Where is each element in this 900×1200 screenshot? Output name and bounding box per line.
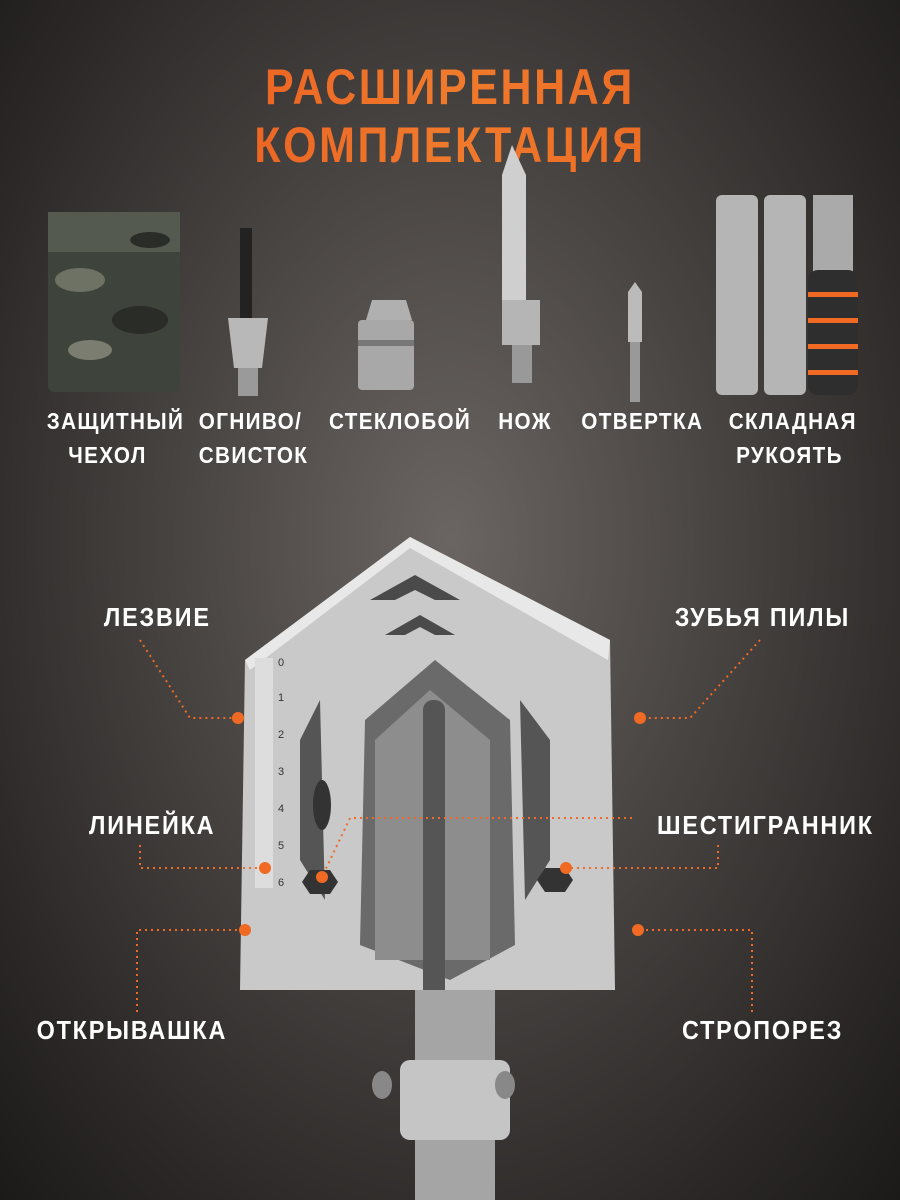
knife-image [502,145,540,383]
item-label-glassbreaker: СТЕКЛОБОЙ [329,408,472,434]
folding-handle-image [716,195,858,395]
callout-line-cutter [638,929,753,1012]
callout-opener: ОТКРЫВАШКА [36,1015,228,1045]
ruler-mark: 5 [278,840,284,852]
item-label-firestarter: ОГНИВО/СВИСТОК [198,408,309,468]
callout-line-opener [136,929,245,1012]
callout-line-saw [640,639,761,719]
item-label-knife: НОЖ [498,408,552,434]
ruler-mark: 6 [278,877,284,889]
camo-pouch-image [48,212,180,392]
ruler-mark: 4 [278,803,284,815]
page-title: РАСШИРЕННАЯ КОМПЛЕКТАЦИЯ [63,58,837,174]
callout-lines [136,639,761,1012]
ruler: 0 1 2 3 4 5 6 [278,657,284,889]
callout-line-ruler [139,845,265,869]
callout-ruler: ЛИНЕЙКА [89,810,216,840]
callout-hex: ШЕСТИГРАННИК [657,810,874,840]
callout-blade: ЛЕЗВИЕ [103,602,211,632]
callout-saw: ЗУБЬЯ ПИЛЫ [674,602,851,632]
callout-line-hex-right [566,845,719,869]
callout-cutter: СТРОПОРЕЗ [681,1015,844,1045]
callout-dots [232,712,646,936]
callout-line-blade [139,639,238,719]
callout-line-hex-left [321,817,632,878]
ruler-mark: 3 [278,766,284,778]
screwdriver-image [628,282,642,402]
shovel-image [240,537,615,1200]
glass-breaker-image [358,300,414,390]
ruler-mark: 2 [278,729,284,741]
ruler-mark: 1 [278,692,284,704]
item-label-screwdriver: ОТВЕРТКА [581,408,704,434]
ruler-mark: 0 [278,657,284,669]
fire-starter-image [228,228,268,396]
